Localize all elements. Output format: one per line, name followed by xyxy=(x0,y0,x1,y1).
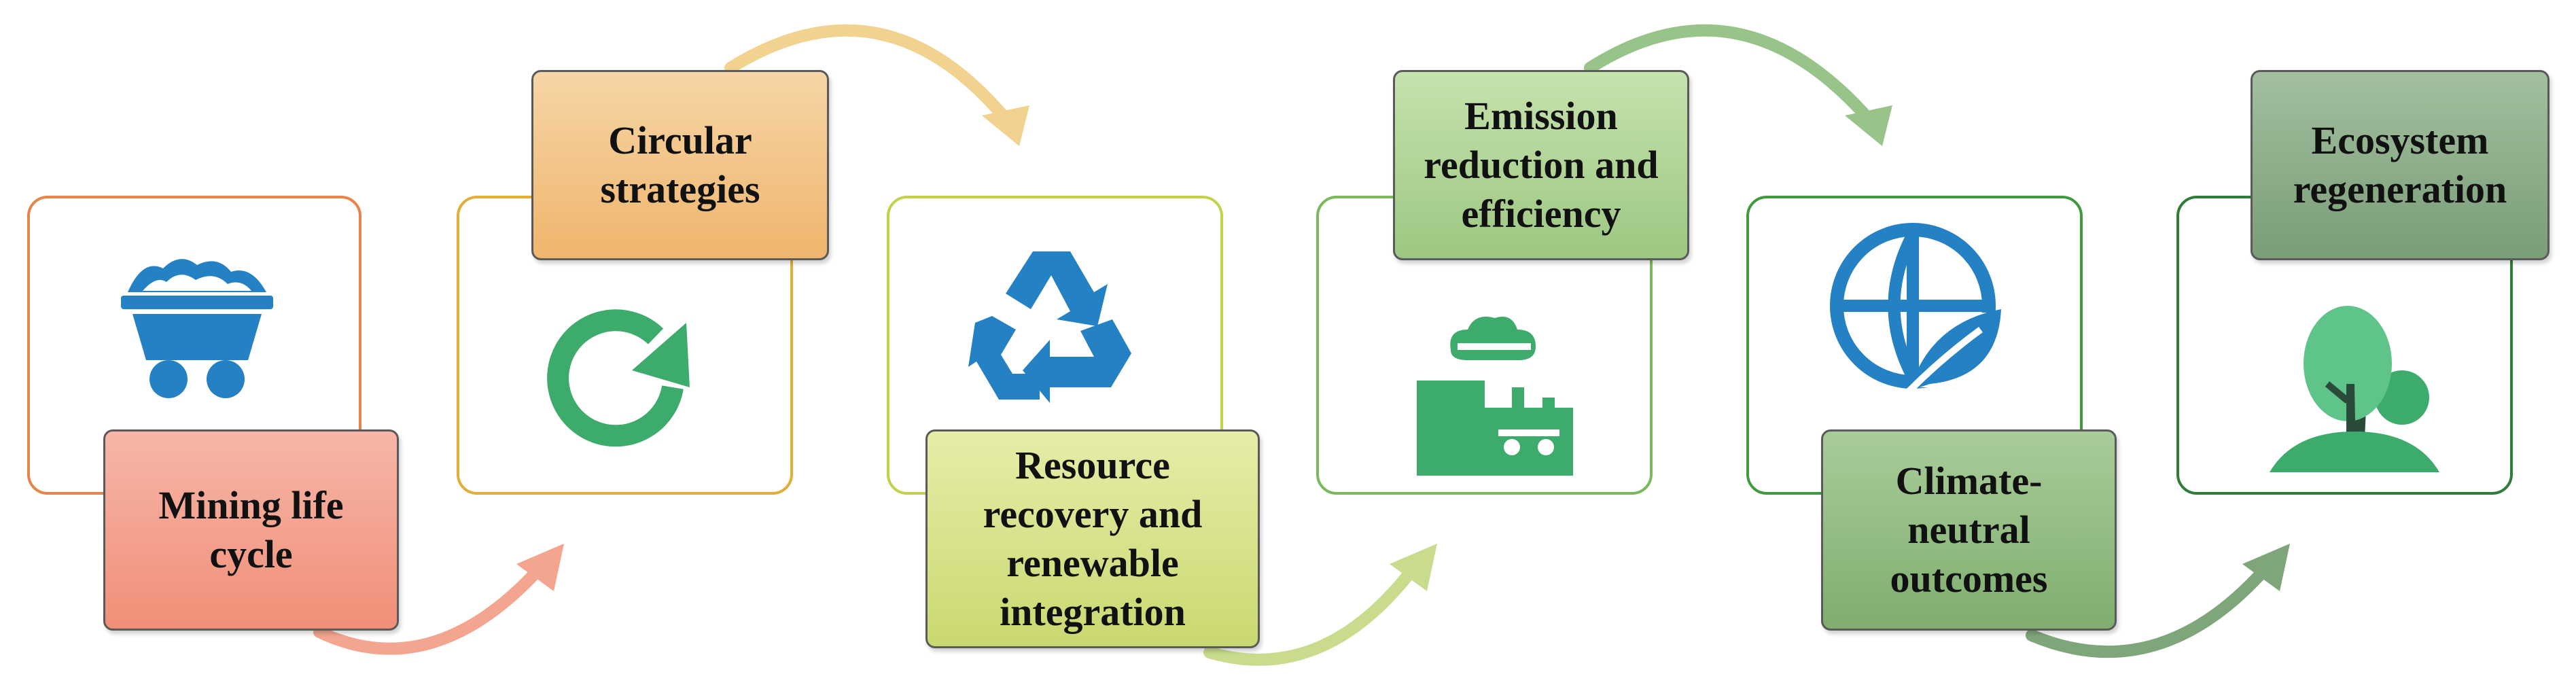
connector-arrow-2-3 xyxy=(724,24,1012,125)
mine-cart-icon xyxy=(121,259,273,398)
connector-arrowhead-3-4 xyxy=(1390,544,1437,591)
step-5-label: Climate-neutral outcomes xyxy=(1821,429,2117,631)
connector-arrowhead-4-5 xyxy=(1845,105,1892,146)
connector-arrow-3-4 xyxy=(1203,558,1423,666)
connector-arrowhead-2-3 xyxy=(982,105,1029,146)
factory-cloud-icon xyxy=(1417,317,1573,476)
recycle-icon xyxy=(968,251,1131,403)
connector-arrowhead-1-2 xyxy=(516,544,564,591)
tree-icon xyxy=(2270,306,2439,472)
connector-arrow-5-6 xyxy=(2026,558,2276,658)
step-2-label: Circular strategies xyxy=(531,70,829,260)
circular-refresh-icon xyxy=(547,309,690,447)
step-1-label: Mining life cycle xyxy=(103,429,399,631)
step-6-label: Ecosystem regeneration xyxy=(2251,70,2549,260)
step-4-label: Emission reduction and efficiency xyxy=(1393,70,1689,260)
globe-leaf-icon xyxy=(1830,223,2001,393)
step-3-label: Resource recovery and renewable integrat… xyxy=(925,429,1260,648)
connector-arrow-4-5 xyxy=(1584,24,1875,125)
connector-arrowhead-5-6 xyxy=(2242,544,2290,591)
connector-arrow-1-2 xyxy=(313,558,550,655)
